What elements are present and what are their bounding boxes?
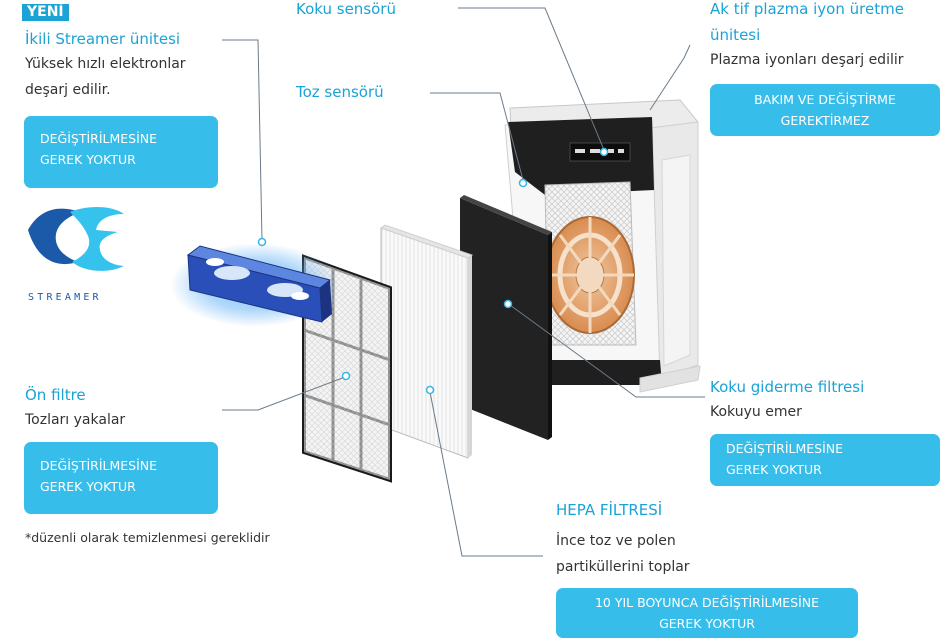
- pre-filter-desc: Tozları yakalar: [25, 412, 126, 428]
- pre-filter-footnote: *düzenli olarak temizlenmesi gereklidir: [25, 530, 270, 545]
- plasma-badge-line1: BAKIM VE DEĞİŞTİRME: [754, 92, 896, 107]
- hepa-filter: [379, 224, 474, 459]
- streamer-badge-line1: DEĞİŞTİRİLMESİNE: [40, 131, 158, 146]
- pre-filter-badge: DEĞİŞTİRİLMESİNE GEREK YOKTUR: [24, 442, 218, 514]
- streamer-title: İkili Streamer ünitesi: [25, 30, 181, 48]
- streamer-badge: DEĞİŞTİRİLMESİNE GEREK YOKTUR: [24, 116, 218, 188]
- streamer-unit: [170, 243, 340, 327]
- pre-filter-title: Ön filtre: [25, 386, 86, 404]
- plasma-badge: BAKIM VE DEĞİŞTİRME GEREKTİRMEZ: [710, 84, 940, 136]
- hepa-badge: 10 YIL BOYUNCA DEĞİŞTİRİLMESİNE GEREK YO…: [556, 588, 858, 638]
- odor-sensor-title: Koku sensörü: [296, 0, 396, 18]
- hepa-badge-line2: GEREK YOKTUR: [659, 616, 755, 631]
- hepa-badge-line1: 10 YIL BOYUNCA DEĞİŞTİRİLMESİNE: [594, 595, 820, 610]
- dust-sensor-title: Toz sensörü: [296, 83, 384, 101]
- pre-filter-badge-line2: GEREK YOKTUR: [40, 479, 136, 494]
- deodorizing-title: Koku giderme filtresi: [710, 378, 865, 396]
- plasma-title-line2: ünitesi: [710, 26, 761, 44]
- hepa-desc-line1: İnce toz ve polen: [556, 533, 676, 549]
- streamer-desc-line2: deşarj edilir.: [25, 82, 111, 98]
- streamer-desc-line1: Yüksek hızlı elektronlar: [25, 56, 186, 72]
- plasma-badge-line2: GEREKTİRMEZ: [780, 113, 870, 128]
- deodorizing-badge-line2: GEREK YOKTUR: [726, 462, 822, 477]
- streamer-badge-line2: GEREK YOKTUR: [40, 152, 136, 167]
- streamer-logo: [28, 207, 124, 271]
- deodorizing-badge-line1: DEĞİŞTİRİLMESİNE: [726, 441, 844, 456]
- plasma-desc: Plazma iyonları deşarj edilir: [710, 52, 904, 68]
- streamer-logo-text: STREAMER: [28, 292, 102, 303]
- deodorizing-desc: Kokuyu emer: [710, 404, 802, 420]
- hepa-desc-line2: partiküllerini toplar: [556, 559, 690, 575]
- new-badge: YENİ: [22, 4, 69, 21]
- deodorizing-filter: [460, 195, 552, 440]
- pre-filter-badge-line1: DEĞİŞTİRİLMESİNE: [40, 458, 158, 473]
- hepa-title: HEPA FİLTRESİ: [556, 501, 663, 519]
- leader-lines: [222, 7, 705, 557]
- plasma-title-line1: Ak tif plazma iyon üretme: [710, 0, 904, 18]
- deodorizing-badge: DEĞİŞTİRİLMESİNE GEREK YOKTUR: [710, 434, 940, 486]
